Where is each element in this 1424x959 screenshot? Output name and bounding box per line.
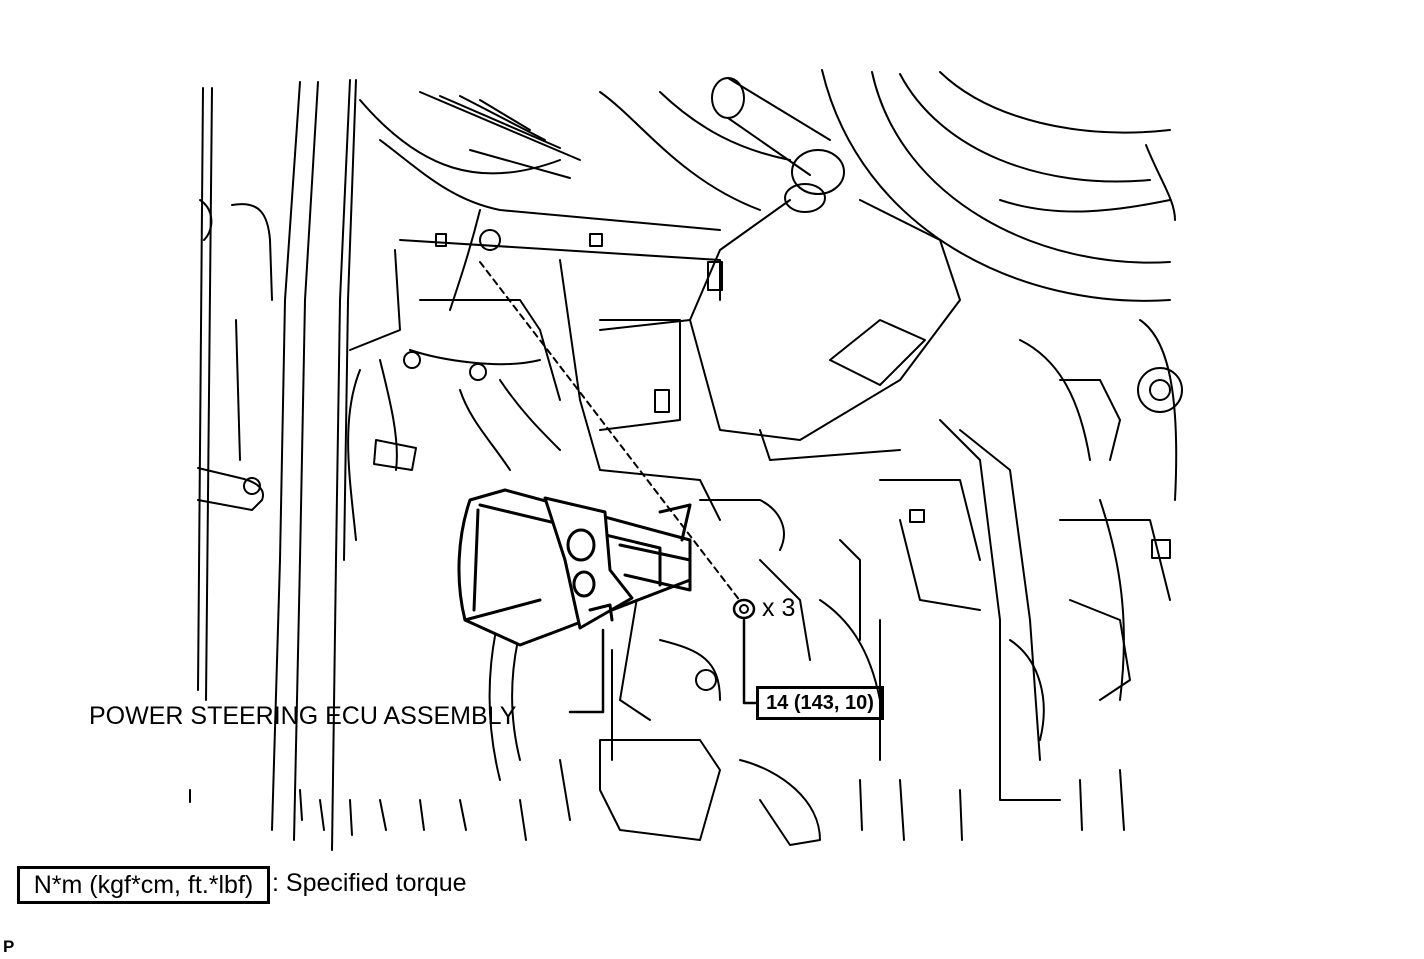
- under-dash-components: [347, 209, 785, 761]
- steering-wheel: [821, 69, 1176, 302]
- leader-lines: [568, 618, 758, 714]
- nut-icon: [732, 598, 756, 620]
- part-name-label: POWER STEERING ECU ASSEMBLY: [89, 702, 517, 730]
- torque-unit-legend-box: N*m (kgf*cm, ft.*lbf): [17, 866, 270, 904]
- floor-lines: [189, 759, 1125, 841]
- fastener-quantity-label: x 3: [762, 594, 796, 622]
- steering-column: [599, 77, 961, 461]
- figure-code: P: [3, 937, 15, 956]
- torque-legend-description: : Specified torque: [272, 869, 467, 897]
- dashboard-top: [359, 91, 791, 231]
- removal-path-dashed: [479, 261, 745, 607]
- ecu-bracket: [457, 488, 692, 647]
- door-frame-lines: [197, 79, 357, 851]
- torque-value-box: 14 (143, 10): [756, 686, 884, 720]
- right-components: [759, 319, 1183, 801]
